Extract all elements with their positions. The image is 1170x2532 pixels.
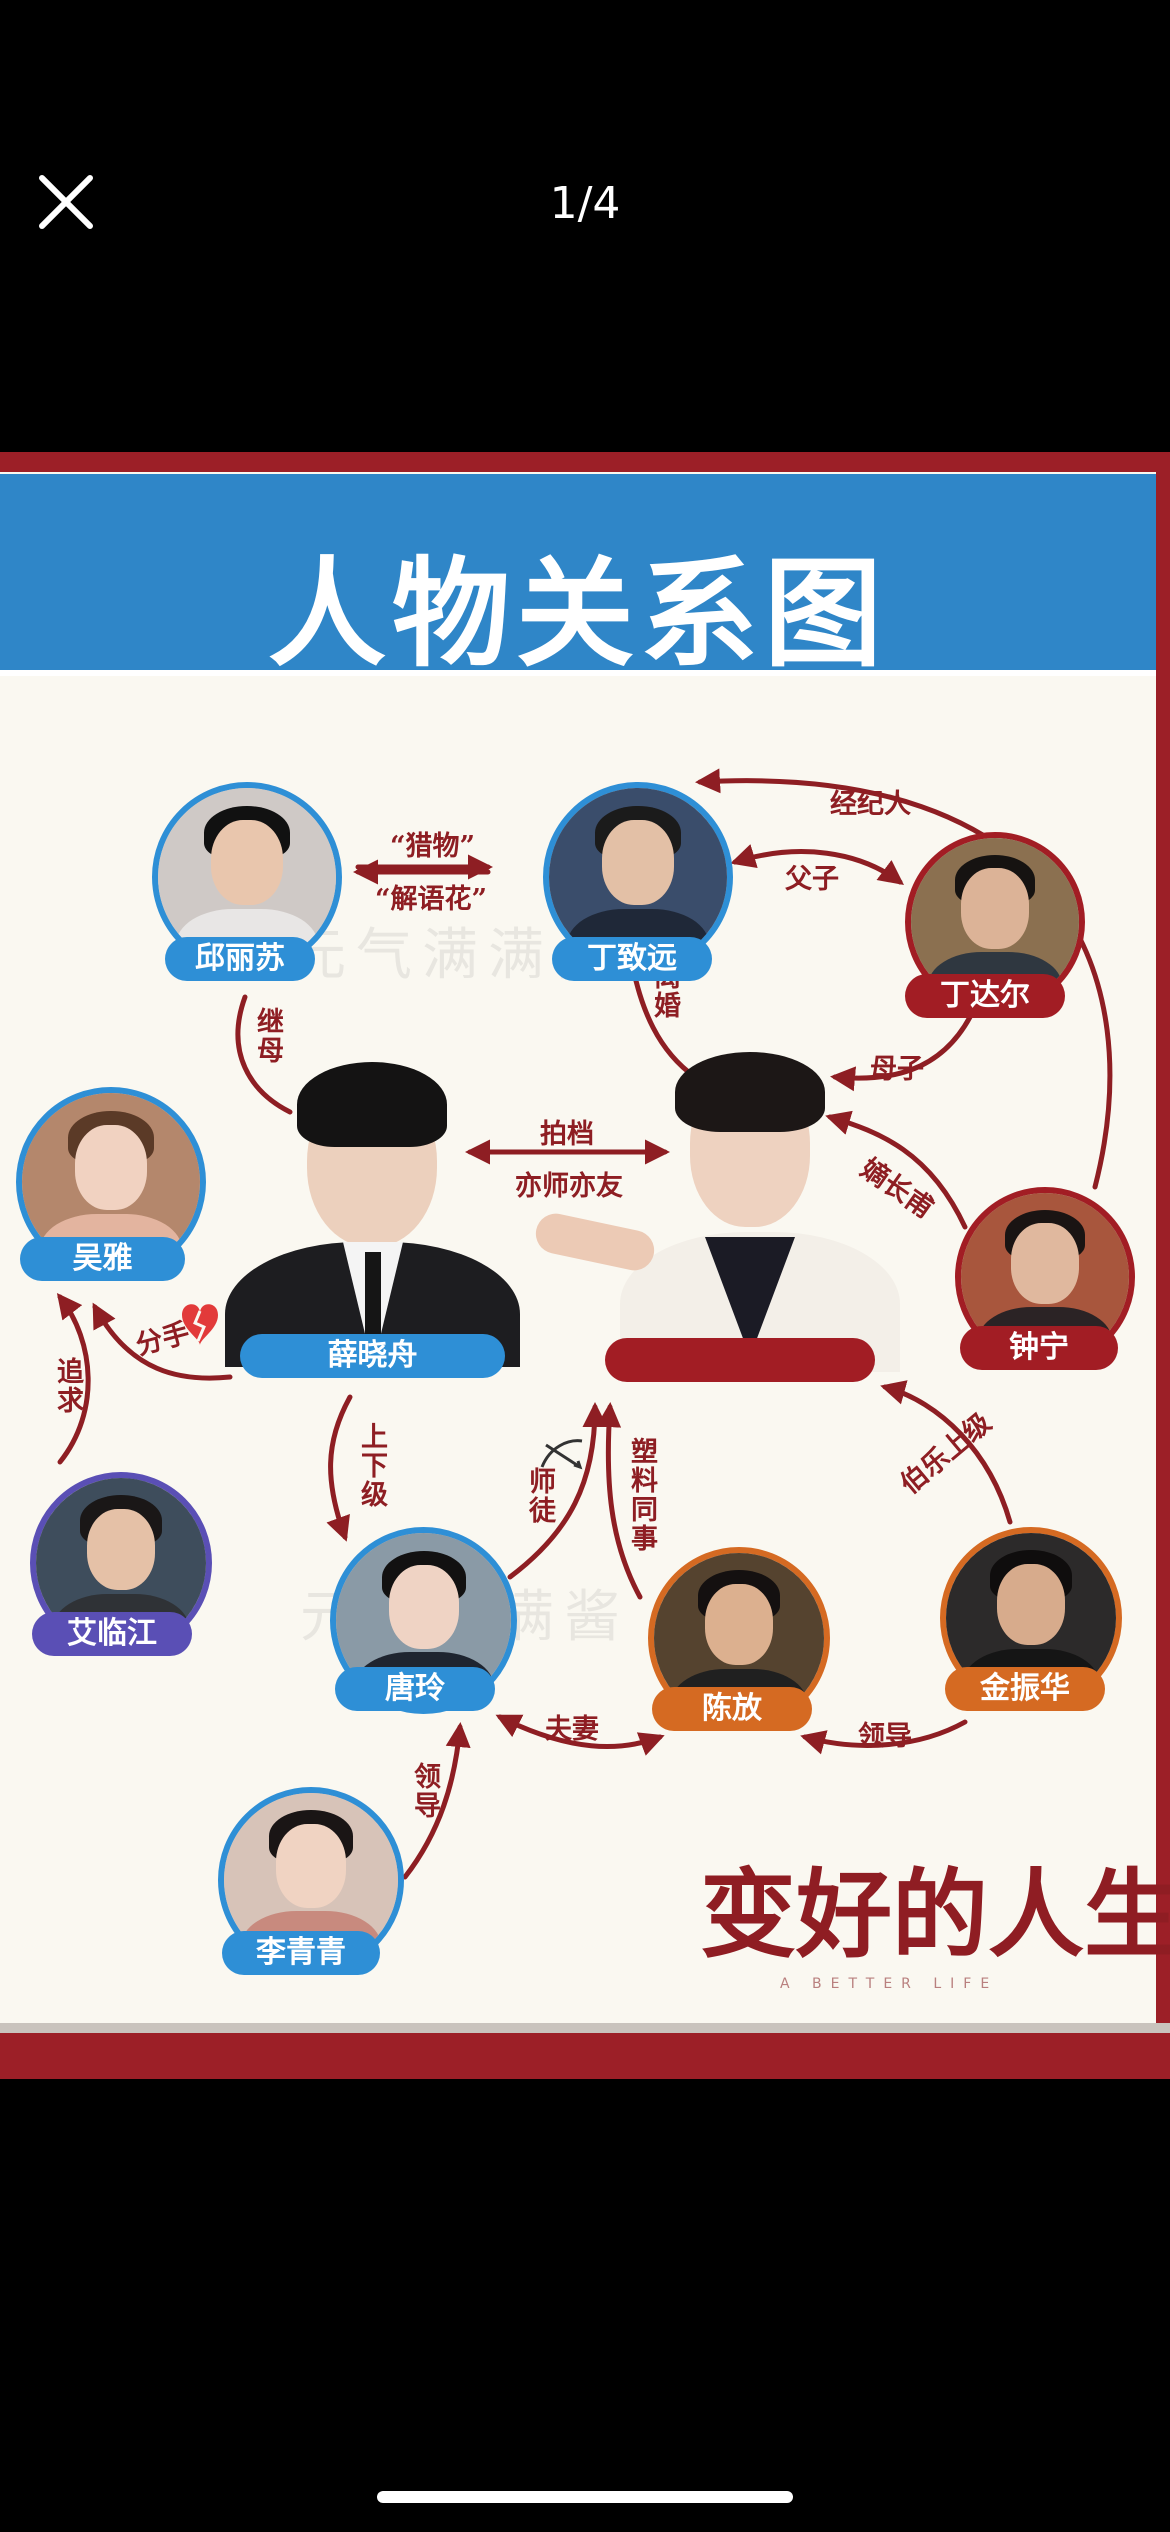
name-tag-jin-zhenhua: 金振华	[945, 1667, 1105, 1711]
photo-heroine	[535, 1032, 900, 1372]
drama-logo-subtitle: A BETTER LIFE	[780, 1976, 999, 1992]
close-icon	[39, 175, 93, 229]
relation-muzi: 母子	[870, 1054, 924, 1085]
poster-frame-right	[1156, 452, 1170, 2079]
relation-zhuiqiu: 追求	[52, 1357, 83, 1415]
bow-arrow-icon	[540, 1439, 583, 1470]
poster-frame-bottom	[0, 2033, 1170, 2079]
home-indicator[interactable]	[377, 2491, 793, 2503]
relation-lingdao-tangling: 领导	[409, 1762, 440, 1820]
arrow-shitu	[507, 1402, 608, 1580]
name-tag-wu-ya: 吴雅	[20, 1237, 185, 1281]
arrow-suliaotongshi	[596, 1402, 643, 1600]
name-tag-tang-ling: 唐玲	[335, 1667, 495, 1711]
arrow-zhuiqiu	[56, 1293, 91, 1465]
arrow-fuzi	[730, 844, 905, 885]
relation-liewu: “猎物”	[390, 831, 476, 862]
name-tag-xue-xiaozhou: 薛晓舟	[240, 1334, 505, 1378]
name-tag-chen-fang: 陈放	[652, 1687, 812, 1731]
relationship-arrows	[56, 768, 1113, 1880]
arrow-muzi	[830, 1014, 973, 1092]
drama-logo-title: 变好的人生	[700, 1858, 1170, 1971]
name-tag-ding-daer: 丁达尔	[905, 974, 1065, 1018]
arrow-dizhangyong	[825, 1110, 968, 1230]
name-tag-qiu-lisu: 邱丽苏	[165, 937, 315, 981]
name-tag-zhong-ning: 钟宁	[960, 1326, 1118, 1370]
name-tag-ding-zhiyuan: 丁致远	[552, 937, 712, 981]
relation-yishiyiyou: 亦师亦友	[515, 1171, 623, 1202]
title-banner: 人物关系图	[0, 474, 1156, 683]
relation-jingjiren: 经纪人	[830, 789, 911, 820]
relation-paidang: 拍档	[540, 1119, 594, 1150]
relation-jieyuhua: “解语花”	[375, 884, 488, 915]
relationship-poster[interactable]: 人物关系图 元气满满酱 元气满满酱	[0, 452, 1170, 2079]
drama-logo: 变好的人生 A BETTER LIFE	[700, 1837, 1170, 1992]
arrow-lingdao2	[402, 1722, 471, 1880]
poster-frame-top	[0, 452, 1170, 472]
arrow-boleshangji	[880, 1380, 1013, 1525]
relation-fuqi: 夫妻	[545, 1714, 599, 1745]
photo-xue-xiaozhou	[225, 1042, 520, 1367]
name-tag-ai-linjiang: 艾临江	[32, 1612, 192, 1656]
poster-title: 人物关系图	[267, 545, 888, 683]
arrow-lingdao1	[800, 1719, 968, 1755]
arrow-shangxiaji	[326, 1394, 353, 1542]
relation-shitu: 师徒	[524, 1467, 555, 1525]
arrow-fuqi	[495, 1714, 665, 1756]
broken-heart-icon	[182, 1304, 218, 1345]
image-counter: 1/4	[549, 178, 621, 229]
relation-suliaotongshi: 塑料同事	[626, 1437, 657, 1553]
relation-lingdao-chenfang: 领导	[858, 1721, 912, 1752]
relation-fuzi: 父子	[785, 864, 839, 895]
arrow-fenshou	[92, 1302, 233, 1381]
arrow-jimu	[235, 994, 293, 1115]
close-button[interactable]	[34, 170, 98, 234]
relation-jimu: 继母	[252, 1007, 283, 1065]
name-tag-heroine	[605, 1338, 875, 1382]
relation-shangxiaji: 上下级	[356, 1422, 387, 1509]
poster-frame-strip	[0, 2023, 1170, 2033]
name-tag-li-qingqing: 李青青	[222, 1931, 380, 1975]
